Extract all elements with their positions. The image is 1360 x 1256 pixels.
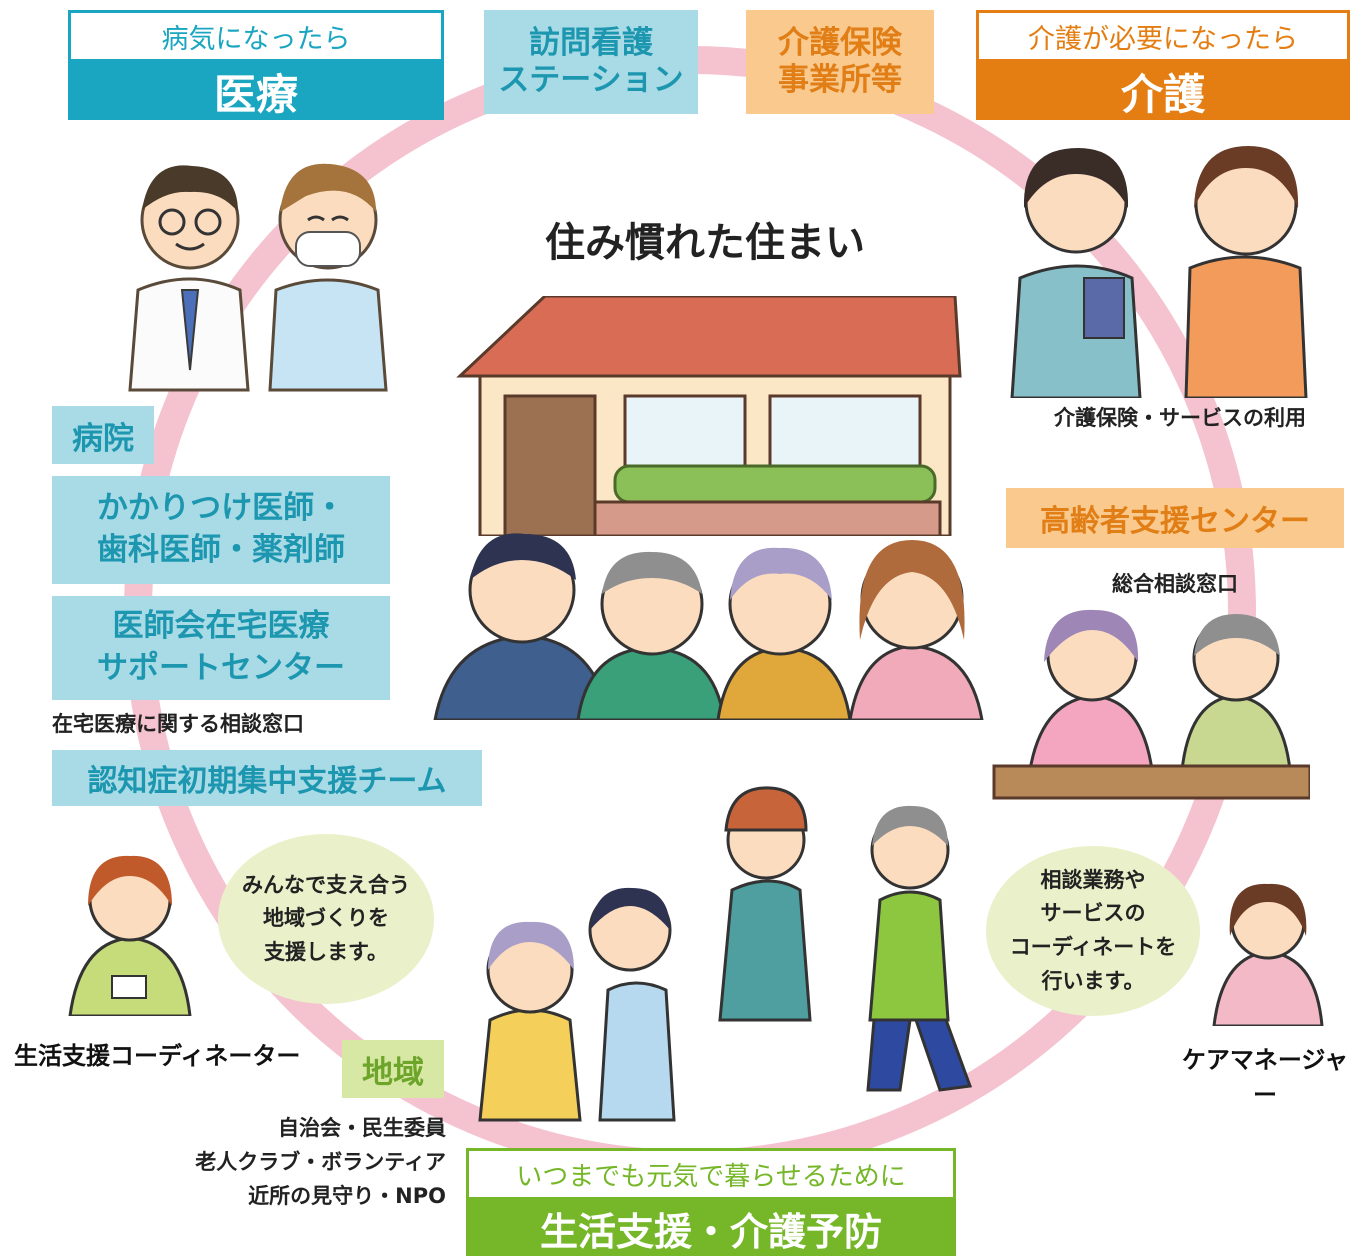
medical-header-bottom-text: 医療 bbox=[213, 69, 298, 119]
support-center-note: 在宅医療に関する相談窓口 bbox=[52, 712, 304, 736]
doctors-line2: 歯科医師・薬剤師 bbox=[97, 532, 345, 568]
community-note-2: 老人クラブ・ボランティア bbox=[195, 1150, 446, 1174]
community-note-3: 近所の見守り・NPO bbox=[248, 1184, 446, 1208]
visiting-nurse-line1: 訪問看護 bbox=[529, 24, 653, 61]
bottom-header-top: いつまでも元気で暮らせるために bbox=[466, 1148, 956, 1200]
elderly-center-note: 総合相談窓口 bbox=[1112, 572, 1238, 596]
hospital-label: 病院 bbox=[72, 420, 134, 457]
community-note-1: 自治会・民生委員 bbox=[278, 1116, 446, 1140]
support-center-box: 医師会在宅医療 サポートセンター bbox=[52, 596, 390, 700]
care-manager-illustration bbox=[1212, 883, 1324, 1026]
care-header-top: 介護が必要になったら bbox=[976, 10, 1350, 62]
visiting-nurse-box: 訪問看護 ステーション bbox=[484, 10, 698, 114]
medical-header-bottom: 医療 bbox=[68, 62, 444, 120]
care-insurance-note: 介護保険・サービスの利用 bbox=[1054, 406, 1306, 430]
right-bubble-line3: コーディネートを bbox=[1009, 935, 1177, 959]
doctors-box: かかりつけ医師・ 歯科医師・薬剤師 bbox=[52, 476, 390, 584]
community-walkers-illustration bbox=[478, 786, 973, 1122]
right-speech-bubble: 相談業務や サービスの コーディネートを 行います。 bbox=[986, 846, 1200, 1016]
doctor-nurse-illustration bbox=[128, 163, 388, 392]
elderly-center-label: 高齢者支援センター bbox=[1040, 504, 1310, 539]
left-speech-bubble: みんなで支え合う 地域づくりを 支援します。 bbox=[218, 834, 434, 1004]
life-coordinator-label: 生活支援コーディネーター bbox=[14, 1042, 301, 1070]
house-illustration bbox=[456, 296, 962, 536]
care-header-bottom-text: 介護 bbox=[1120, 69, 1205, 119]
care-staff-illustration bbox=[1010, 146, 1308, 398]
care-manager-label: ケアマネージャー bbox=[1181, 1046, 1349, 1109]
bottom-header-top-text: いつまでも元気で暮らせるために bbox=[516, 1161, 906, 1192]
right-bubble-line4: 行います。 bbox=[1041, 968, 1145, 993]
doctors-line1: かかりつけ医師・ bbox=[96, 490, 346, 527]
hospital-box: 病院 bbox=[52, 406, 154, 464]
visiting-nurse-line2: ステーション bbox=[498, 62, 684, 98]
care-office-line1: 介護保険 bbox=[778, 24, 902, 61]
right-bubble-line1: 相談業務や bbox=[1040, 867, 1146, 892]
community-label: 地域 bbox=[362, 1054, 424, 1091]
left-bubble-line2: 地域づくりを bbox=[263, 906, 389, 931]
coordinator-illustration bbox=[68, 855, 192, 1016]
right-bubble-line2: サービスの bbox=[1040, 901, 1146, 926]
center-title: 住み慣れた住まい bbox=[545, 220, 865, 266]
community-box: 地域 bbox=[342, 1040, 444, 1098]
consultation-illustration bbox=[992, 609, 1310, 800]
support-center-line2: サポートセンター bbox=[97, 650, 345, 686]
family-illustration bbox=[433, 533, 984, 720]
left-bubble-line3: 支援します。 bbox=[264, 939, 388, 964]
care-header-bottom: 介護 bbox=[976, 62, 1350, 120]
care-header-top-text: 介護が必要になったら bbox=[1028, 23, 1298, 55]
support-center-line1: 医師会在宅医療 bbox=[112, 608, 330, 645]
medical-header-top-text: 病気になったら bbox=[161, 23, 351, 55]
bottom-header-bottom-text: 生活支援・介護予防 bbox=[539, 1209, 882, 1254]
care-office-line2: 事業所等 bbox=[778, 62, 902, 98]
elderly-center-box: 高齢者支援センター bbox=[1006, 488, 1344, 548]
dementia-team-label: 認知症初期集中支援チーム bbox=[87, 764, 447, 799]
dementia-team-box: 認知症初期集中支援チーム bbox=[52, 750, 482, 806]
care-insurance-office-box: 介護保険 事業所等 bbox=[746, 10, 934, 114]
bottom-header-bottom: 生活支援・介護予防 bbox=[466, 1200, 956, 1256]
left-bubble-line1: みんなで支え合う bbox=[242, 872, 410, 897]
medical-header-top: 病気になったら bbox=[68, 10, 444, 62]
